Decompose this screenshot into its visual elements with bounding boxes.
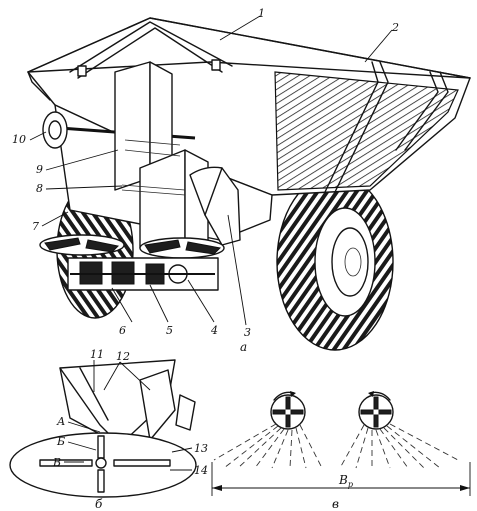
subfigure-label-b: б	[95, 497, 103, 511]
label-letter-v: В	[52, 456, 61, 469]
width-label: Bр	[338, 473, 353, 489]
label-13: 13	[194, 442, 208, 455]
label-2: 2	[391, 21, 399, 34]
label-14: 14	[194, 464, 208, 477]
label-12: 12	[116, 350, 130, 363]
subfigure-label-c: в	[332, 497, 339, 511]
spinner-disks	[39, 234, 225, 259]
right-wheel	[276, 173, 394, 351]
label-letter-a: А	[56, 415, 65, 428]
subfigure-label-a: а	[240, 340, 247, 354]
spreader-main-view	[27, 15, 471, 351]
label-letter-b: Б	[56, 435, 65, 448]
label-10: 10	[12, 133, 26, 146]
label-11: 11	[90, 348, 104, 361]
label-7: 7	[32, 220, 39, 233]
label-8: 8	[36, 182, 43, 195]
spread-pattern-view	[211, 391, 471, 496]
label-4: 4	[210, 324, 218, 337]
hopper-body	[27, 17, 471, 241]
label-3: 3	[244, 326, 251, 339]
leaders-main	[29, 15, 393, 326]
feed-chutes	[114, 61, 241, 249]
gearbox-assembly	[67, 257, 219, 291]
label-1: 1	[258, 7, 265, 20]
disk-detail-view	[9, 359, 197, 498]
label-9: 9	[36, 163, 43, 176]
label-6: 6	[119, 324, 126, 337]
label-5: 5	[166, 324, 173, 337]
